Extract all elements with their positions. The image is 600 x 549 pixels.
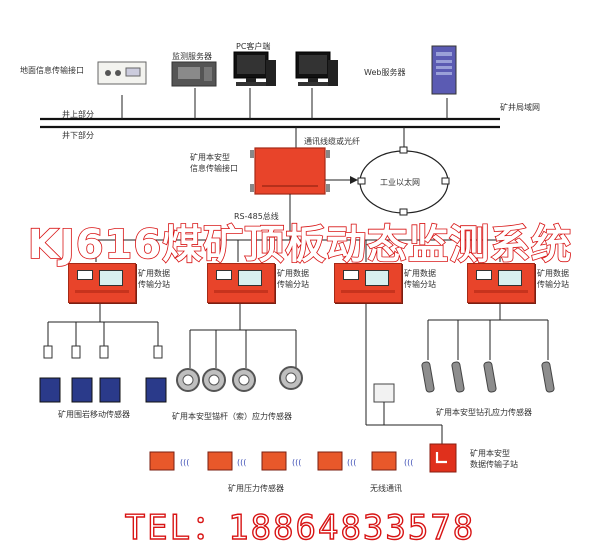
- label-ethernet: 工业以太网: [380, 178, 420, 187]
- svg-text:(((: (((: [404, 458, 413, 467]
- label-wireless-sub: 矿用本安型 数据传输子站: [470, 449, 518, 469]
- label-web-server: Web服务器: [364, 68, 406, 77]
- label-substation-3: 矿用数据 传输分站: [404, 269, 436, 289]
- wireless-sub-station: [429, 443, 457, 473]
- label-mine-lan: 矿井局域网: [500, 103, 540, 112]
- label-substation-4: 矿用数据 传输分站: [537, 269, 569, 289]
- label-substation-2: 矿用数据 传输分站: [277, 269, 309, 289]
- label-intrinsic-interface: 矿用本安型 信息传输接口: [190, 153, 238, 173]
- web-pc-device: [295, 51, 338, 86]
- web-server-tower: [431, 45, 457, 95]
- pc-client-device: [233, 51, 276, 86]
- intrinsic-interface-box: [250, 147, 330, 195]
- monitor-server-device: [171, 61, 217, 87]
- label-roof-sensor: 矿用围岩移动传感器: [58, 410, 130, 419]
- anchor-sensors: [176, 330, 303, 392]
- label-monitor-server: 监测服务器: [172, 52, 212, 61]
- substation-4: [467, 263, 535, 303]
- label-below-ground: 井下部分: [62, 131, 94, 140]
- label-drill-sensor: 矿用本安型钻孔应力传感器: [436, 408, 532, 417]
- label-anchor-sensor: 矿用本安型锚杆（索）应力传感器: [172, 412, 292, 421]
- ground-interface-device: [97, 61, 147, 85]
- label-rs485: RS-485总线: [234, 212, 279, 221]
- label-substation-1: 矿用数据 传输分站: [138, 269, 170, 289]
- label-pc-client: PC客户端: [236, 42, 271, 51]
- label-fiber: 通讯线缆或光纤: [304, 137, 360, 146]
- svg-text:(((: (((: [180, 458, 189, 467]
- pressure-sensors: ((( ((( ((( ((( (((: [149, 451, 413, 471]
- wireless-relay: [373, 383, 395, 425]
- roof-sensors: [39, 322, 167, 403]
- label-ground-interface: 地面信息传输接口: [20, 66, 84, 75]
- svg-text:(((: (((: [292, 458, 301, 467]
- system-title: KJ616煤矿顶板动态监测系统: [27, 221, 573, 269]
- substation-3: [334, 263, 402, 303]
- label-pressure-sensor: 矿用压力传感器: [228, 484, 284, 493]
- telephone-number: TEL：18864833578: [124, 507, 476, 548]
- svg-text:(((: (((: [347, 458, 356, 467]
- label-wireless: 无线通讯: [370, 484, 402, 493]
- label-above-ground: 井上部分: [62, 110, 94, 119]
- substation-2: [207, 263, 275, 303]
- drill-sensors: [421, 320, 555, 393]
- substation-1: [68, 263, 136, 303]
- svg-text:(((: (((: [237, 458, 246, 467]
